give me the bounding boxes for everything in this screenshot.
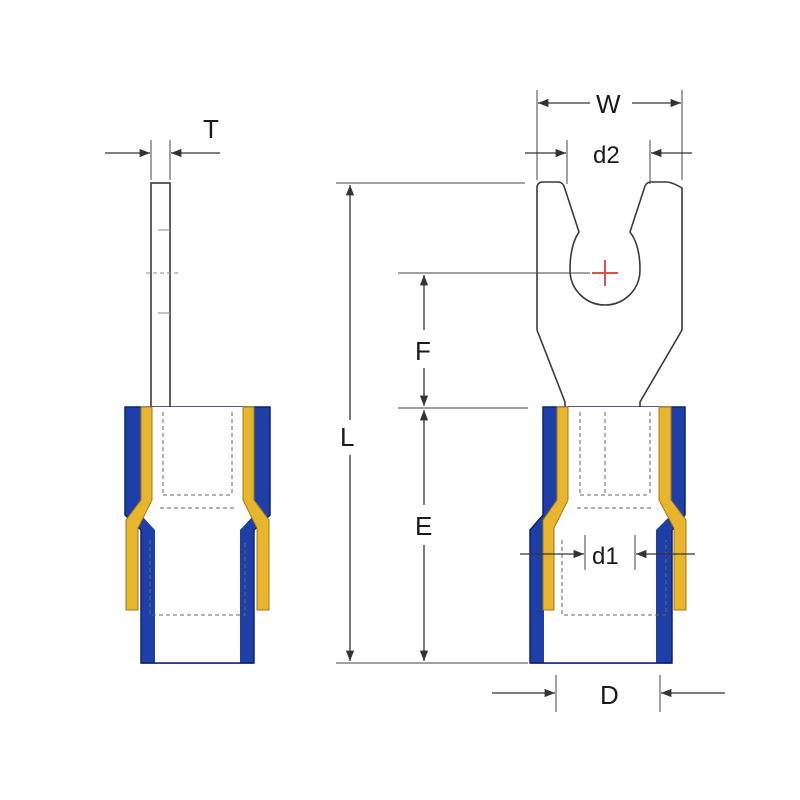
side-tongue — [150, 182, 171, 409]
label-F: F — [415, 336, 431, 366]
front-barrel-hidden — [577, 412, 653, 509]
label-D: D — [600, 680, 619, 710]
front-view — [529, 181, 687, 664]
front-brass-right — [658, 406, 687, 611]
front-barrel-lower — [561, 540, 667, 616]
label-L: L — [340, 422, 354, 452]
label-E: E — [415, 511, 432, 541]
label-d1: d1 — [592, 543, 619, 570]
side-sleeve-cavity — [141, 407, 254, 663]
front-spade-fork — [536, 181, 683, 409]
side-brass-right — [242, 406, 270, 611]
front-brass-left — [542, 406, 569, 611]
side-brass-left — [125, 406, 153, 611]
front-sleeve-cavity — [544, 407, 671, 663]
label-d2: d2 — [593, 142, 620, 169]
dimensions: W d2 L F E d1 D — [336, 89, 725, 712]
side-barrel-lower — [149, 540, 246, 616]
side-view: T — [105, 114, 271, 664]
label-T: T — [203, 114, 219, 144]
label-W: W — [596, 89, 621, 119]
